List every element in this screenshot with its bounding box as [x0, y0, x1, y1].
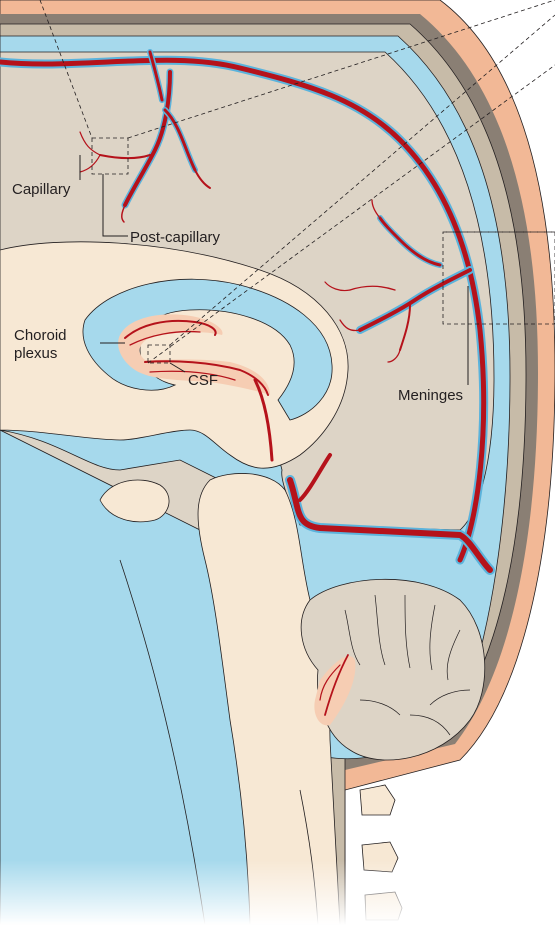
label-plexus: plexus — [14, 345, 57, 362]
label-post-capillary: Post-capillary — [130, 229, 221, 246]
bottom-fade — [0, 860, 555, 925]
label-capillary: Capillary — [12, 181, 71, 198]
vertebra-1 — [360, 785, 395, 815]
label-choroid: Choroid — [14, 327, 67, 344]
label-csf: CSF — [188, 372, 218, 389]
label-meninges: Meninges — [398, 387, 463, 404]
